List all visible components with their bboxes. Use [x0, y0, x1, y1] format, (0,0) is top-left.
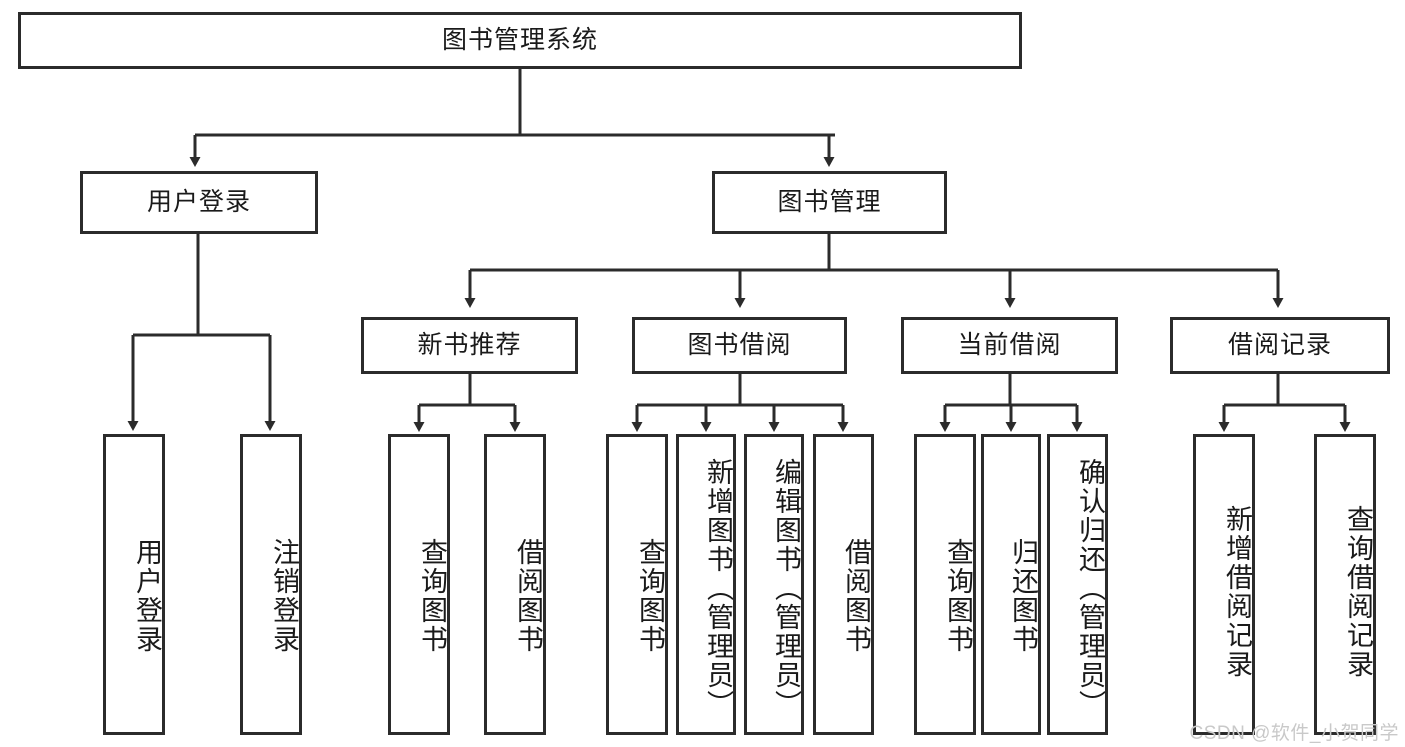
node-leaf-user-logout-label: 注销登录 [269, 537, 299, 654]
node-book-management-label: 图书管理 [777, 187, 882, 216]
node-leaf-user-login-label: 用户登录 [132, 537, 162, 654]
node-user-login[interactable]: 用户登录 [80, 171, 318, 234]
node-leaf-query-record[interactable]: 查询借阅记录 [1314, 434, 1376, 735]
node-leaf-add-record-label: 新增借阅记录 [1222, 504, 1252, 679]
node-leaf-return-book-label: 归还图书 [1008, 537, 1038, 654]
node-leaf-user-login[interactable]: 用户登录 [103, 434, 165, 735]
node-leaf-add-book-label: 新增图书（管理员） [703, 458, 733, 719]
node-leaf-query-book-3[interactable]: 查询图书 [914, 434, 976, 735]
node-book-borrow[interactable]: 图书借阅 [632, 317, 847, 374]
node-borrow-record[interactable]: 借阅记录 [1170, 317, 1390, 374]
node-leaf-add-book[interactable]: 新增图书（管理员） [676, 434, 736, 735]
node-book-management[interactable]: 图书管理 [712, 171, 947, 234]
node-book-borrow-label: 图书借阅 [687, 330, 792, 359]
node-user-login-label: 用户登录 [146, 187, 251, 216]
node-current-borrow[interactable]: 当前借阅 [901, 317, 1118, 374]
node-root-label: 图书管理系统 [441, 25, 598, 54]
node-leaf-return-book[interactable]: 归还图书 [981, 434, 1041, 735]
node-leaf-borrow-book-2-label: 借阅图书 [841, 537, 871, 654]
watermark: CSDN @软件_小贺同学 [1189, 723, 1399, 744]
node-leaf-confirm-return-label: 确认归还（管理员） [1075, 458, 1105, 719]
node-leaf-user-logout[interactable]: 注销登录 [240, 434, 302, 735]
node-leaf-edit-book-label: 编辑图书（管理员） [771, 458, 801, 719]
node-leaf-query-record-label: 查询借阅记录 [1343, 504, 1373, 679]
node-leaf-query-book-2-label: 查询图书 [635, 537, 665, 654]
node-leaf-query-book-1[interactable]: 查询图书 [388, 434, 450, 735]
node-leaf-query-book-1-label: 查询图书 [417, 537, 447, 654]
node-leaf-borrow-book-1[interactable]: 借阅图书 [484, 434, 546, 735]
node-borrow-record-label: 借阅记录 [1227, 330, 1332, 359]
node-leaf-borrow-book-2[interactable]: 借阅图书 [813, 434, 874, 735]
node-leaf-query-book-3-label: 查询图书 [943, 537, 973, 654]
node-root[interactable]: 图书管理系统 [18, 12, 1022, 69]
node-new-book-recommend-label: 新书推荐 [417, 330, 522, 359]
node-leaf-edit-book[interactable]: 编辑图书（管理员） [744, 434, 804, 735]
node-new-book-recommend[interactable]: 新书推荐 [361, 317, 578, 374]
node-leaf-borrow-book-1-label: 借阅图书 [513, 537, 543, 654]
node-leaf-query-book-2[interactable]: 查询图书 [606, 434, 668, 735]
node-current-borrow-label: 当前借阅 [957, 330, 1062, 359]
node-leaf-confirm-return[interactable]: 确认归还（管理员） [1047, 434, 1108, 735]
node-leaf-add-record[interactable]: 新增借阅记录 [1193, 434, 1255, 735]
